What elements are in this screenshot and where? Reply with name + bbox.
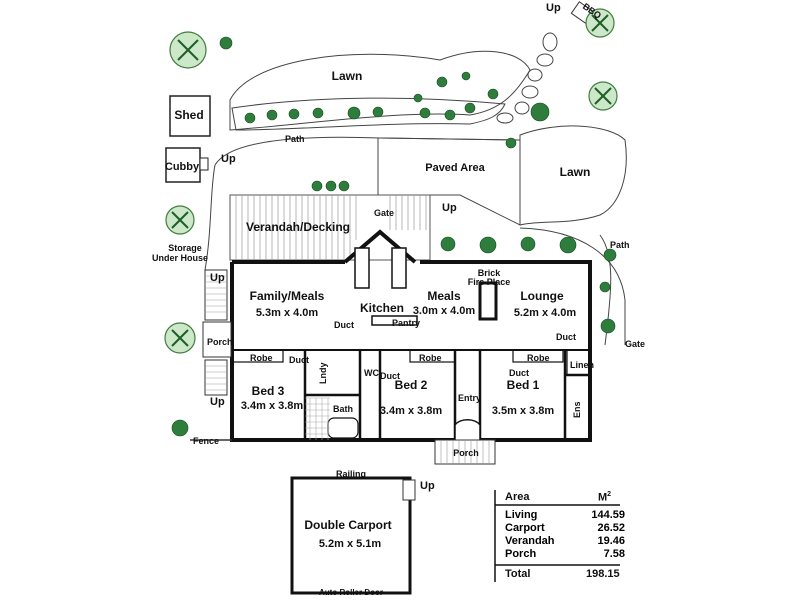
kitchen-fixtures — [354, 247, 498, 326]
carport-steps — [402, 479, 416, 501]
duct-bed1-label: Duct — [509, 368, 529, 378]
verandah-label: Verandah/Decking — [245, 220, 351, 234]
cubby-steps — [199, 157, 209, 171]
auto-roller-door-label: Auto Roller Door — [319, 588, 383, 597]
bed1-name: Bed 1 — [506, 378, 540, 392]
lawn-right-outline — [519, 125, 627, 226]
gate-verandah-label: Gate — [374, 208, 395, 218]
bed1-size: 3.5m x 3.8m — [491, 405, 555, 417]
shed — [169, 95, 211, 137]
up-carport-label: Up — [420, 480, 435, 492]
bathtub — [327, 417, 359, 439]
up-verandah-label: Up — [442, 202, 457, 214]
path-left-outline — [204, 164, 216, 271]
duct-bed3-label: Duct — [289, 355, 309, 365]
bath-label: Bath — [333, 404, 353, 414]
up-stairs-label-2: Up — [210, 396, 225, 408]
meals-name: Meals — [427, 289, 461, 303]
storage-label-1: Storage — [168, 243, 202, 253]
laundry-label: Lndy — [318, 362, 328, 385]
laundry-tiles — [305, 397, 330, 440]
porch-side-label: Porch — [207, 337, 233, 347]
brick-label-2: Fire Place — [467, 277, 511, 287]
garden-bed-top — [231, 97, 506, 131]
area-table-lines — [494, 490, 620, 582]
up-cubby-label: Up — [221, 153, 236, 165]
shed-label: Shed — [174, 108, 204, 122]
area-header: Area — [505, 491, 530, 503]
gate-right-label: Gate — [625, 339, 646, 349]
side-stairs — [202, 269, 232, 396]
up-top-label: Up — [546, 2, 561, 14]
carport-name: Double Carport — [304, 518, 392, 532]
family-meals-name: Family/Meals — [249, 289, 325, 303]
entry-label: Entry — [458, 393, 482, 403]
path-right-outline — [519, 227, 626, 345]
carport-size: 5.2m x 5.1m — [318, 538, 382, 550]
paved-area-outline — [377, 137, 521, 226]
bed3-name: Bed 3 — [251, 384, 285, 398]
robe3-label: Robe — [250, 353, 273, 363]
family-meals-size: 5.3m x 4.0m — [255, 307, 319, 319]
shrubs — [171, 36, 617, 437]
robe2-label: Robe — [419, 353, 442, 363]
kitchen-name: Kitchen — [359, 301, 405, 315]
stepping-stones — [496, 32, 558, 124]
lounge-size: 5.2m x 4.0m — [513, 307, 577, 319]
bed2-name: Bed 2 — [394, 378, 428, 392]
fence-label: Fence — [193, 436, 220, 446]
ensuite-label: Ens — [572, 401, 582, 418]
brick-label-1: Brick — [477, 268, 501, 278]
bed3-size: 3.4m x 3.8m — [240, 400, 304, 412]
paved-area-label: Paved Area — [425, 162, 485, 174]
area-total-label: Total — [505, 568, 531, 580]
meals-size: 3.0m x 4.0m — [412, 305, 476, 317]
path-top-outline — [214, 136, 521, 166]
storage-label-2: Under House — [151, 253, 209, 263]
area-total-value: 198.15 — [586, 568, 620, 580]
verandah-decking — [229, 194, 431, 261]
duct-lounge-label: Duct — [556, 332, 576, 342]
porch-front-label: Porch — [453, 448, 479, 458]
lawn-top-label: Lawn — [331, 69, 363, 83]
lounge-name: Lounge — [520, 289, 564, 303]
pantry-label: Pantry — [392, 318, 421, 328]
front-porch — [434, 419, 496, 465]
railing-label: Railing — [335, 469, 367, 479]
linen-label: Linen — [570, 360, 594, 370]
path-right-label: Path — [610, 240, 630, 250]
area-unit: M2 — [598, 491, 612, 504]
robe1-label: Robe — [527, 353, 550, 363]
up-stairs-label-1: Up — [210, 272, 225, 284]
duct-bed2-label: Duct — [380, 371, 400, 381]
wc-label: WC — [364, 368, 379, 378]
duct-family-label: Duct — [334, 320, 354, 330]
double-carport — [290, 476, 412, 595]
interior-walls — [232, 349, 590, 440]
path-top-label: Path — [285, 134, 305, 144]
lawn-right-label: Lawn — [559, 165, 591, 179]
bed2-size: 3.4m x 3.8m — [379, 405, 443, 417]
cubby-label: Cubby — [164, 161, 200, 173]
